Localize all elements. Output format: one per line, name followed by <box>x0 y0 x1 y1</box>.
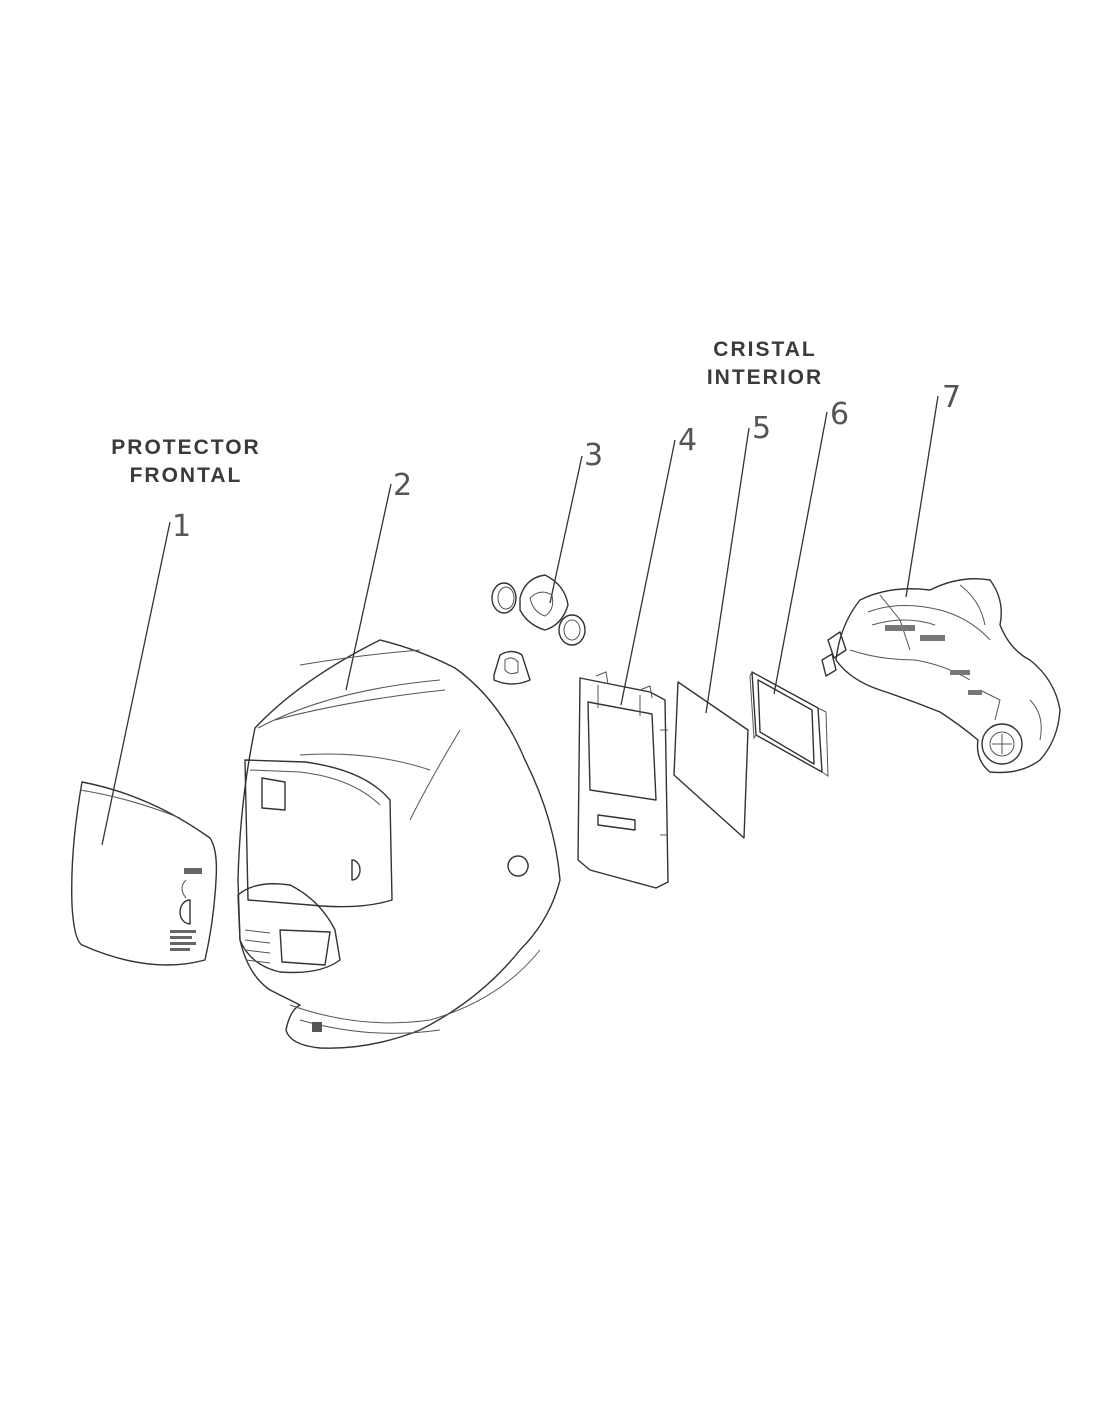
label-protector-frontal: PROTECTOR FRONTAL <box>96 434 276 490</box>
headgear-details <box>885 625 982 695</box>
protector-frontal-lens <box>71 781 218 966</box>
leader-2 <box>345 483 392 691</box>
sticker-logo <box>184 868 202 874</box>
helmet-badge <box>312 1022 322 1032</box>
part-number-4: 4 <box>678 423 697 458</box>
label-line-1: CRISTAL <box>713 338 817 361</box>
helmet-shell <box>237 639 561 1049</box>
label-line-2: FRONTAL <box>129 464 243 487</box>
leader-6 <box>773 411 828 695</box>
part-number-7: 7 <box>942 380 961 415</box>
filter-frame <box>577 671 669 889</box>
leader-lines <box>101 395 939 846</box>
part-number-5: 5 <box>752 411 771 446</box>
part-number-1: 1 <box>172 509 191 544</box>
sticker-text-block <box>170 930 196 951</box>
leader-3 <box>549 455 583 604</box>
part-number-2: 2 <box>393 468 412 503</box>
leader-7 <box>905 395 939 598</box>
part-number-3: 3 <box>584 438 603 473</box>
vent-slots <box>244 929 271 964</box>
leader-5 <box>705 427 750 714</box>
part-number-6: 6 <box>830 397 849 432</box>
headgear <box>821 578 1061 774</box>
cristal-interior-lens <box>673 681 749 839</box>
leader-4 <box>620 439 676 706</box>
label-line-1: PROTECTOR <box>111 436 261 459</box>
leader-1 <box>101 521 171 846</box>
adf-cartridge <box>749 671 829 777</box>
label-line-2: INTERIOR <box>706 366 824 389</box>
control-knobs <box>491 574 586 685</box>
label-cristal-interior: CRISTAL INTERIOR <box>680 336 850 392</box>
